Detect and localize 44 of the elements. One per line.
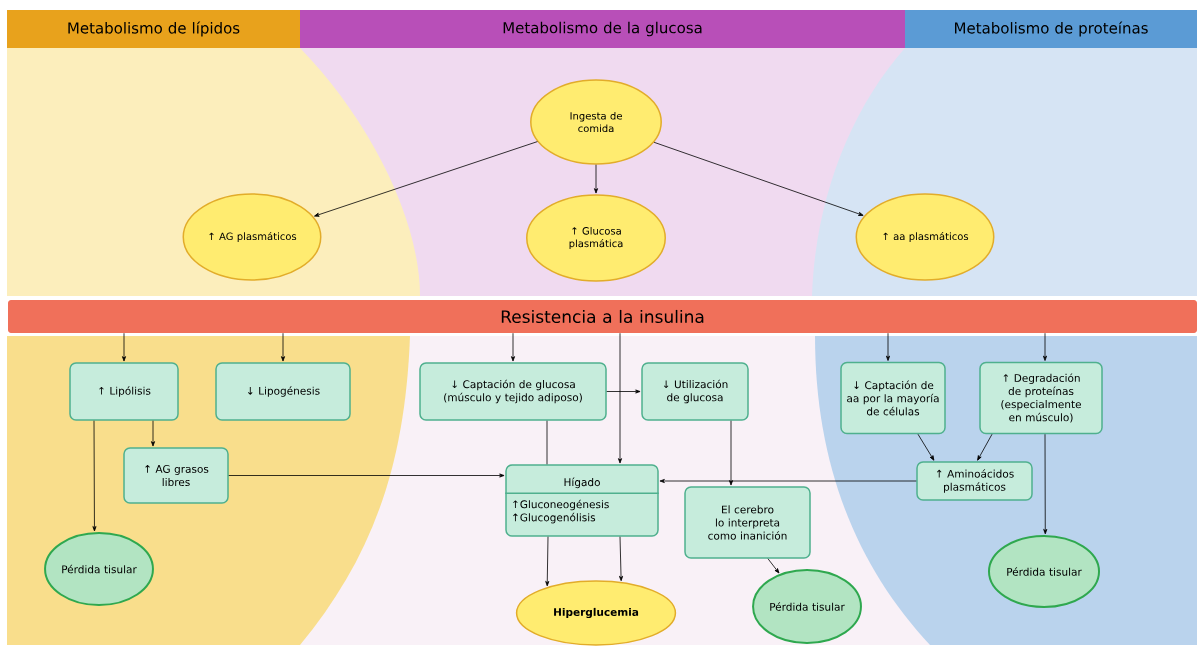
liver-box: Hígado ↑Gluconeogénesis ↑Glucogenólisis	[504, 464, 660, 537]
arrow	[92, 420, 97, 532]
process-box: ↓ Captación de aa por la mayoría de células	[840, 361, 946, 435]
connector-line	[546, 420, 548, 465]
banner-bar: Resistencia a la insulina	[8, 300, 1197, 333]
process-box: ↓ Lipogénesis	[215, 362, 351, 421]
ellipse-node: ↑ AG plasmáticos	[182, 193, 322, 281]
process-box: ↑ Degradación de proteínas (especialmente en músculo)	[979, 361, 1103, 435]
arrow	[618, 332, 622, 464]
arrow	[977, 433, 993, 461]
arrow	[606, 389, 641, 394]
arrow	[729, 420, 733, 486]
arrow	[545, 536, 550, 587]
ellipse-node: ↑ aa plasmáticos	[855, 193, 995, 281]
arrow	[594, 164, 598, 194]
header-box: Metabolismo de la glucosa	[300, 10, 905, 48]
process-box: ↑ Aminoácidos plasmáticos	[916, 461, 1033, 501]
arrow	[314, 141, 538, 217]
arrow	[886, 332, 890, 361]
arrow	[511, 332, 515, 362]
ellipse-node: Pérdida tisular	[752, 569, 862, 644]
ellipse-node: Ingesta de comida	[530, 79, 662, 165]
ellipse-node: Pérdida tisular	[44, 532, 154, 606]
header-box: Metabolismo de proteínas	[905, 10, 1197, 48]
process-box: ↑ Lipólisis	[69, 362, 179, 421]
arrow	[122, 332, 127, 362]
arrow	[228, 473, 505, 478]
arrow	[659, 479, 917, 483]
arrow	[1043, 433, 1048, 535]
header-box: Metabolismo de lípidos	[7, 10, 300, 48]
arrow	[281, 332, 285, 362]
arrow	[151, 420, 155, 447]
process-box: ↑ AG grasos libres	[123, 447, 229, 504]
arrow	[767, 558, 780, 574]
process-box: ↓ Utilización de glucosa	[641, 362, 749, 421]
process-box: ↓ Captación de glucosa (músculo y tejido adiposo)	[419, 362, 607, 421]
arrow	[619, 536, 624, 582]
ellipse-node: Pérdida tisular	[988, 535, 1100, 608]
ellipse-node: Hiperglucemia	[515, 580, 677, 646]
arrow	[1043, 332, 1047, 361]
process-box: El cerebro lo interpreta como inanición	[684, 486, 811, 559]
ellipse-node: ↑ Glucosa plasmática	[526, 194, 666, 282]
arrow	[917, 433, 935, 461]
arrow	[653, 141, 864, 216]
